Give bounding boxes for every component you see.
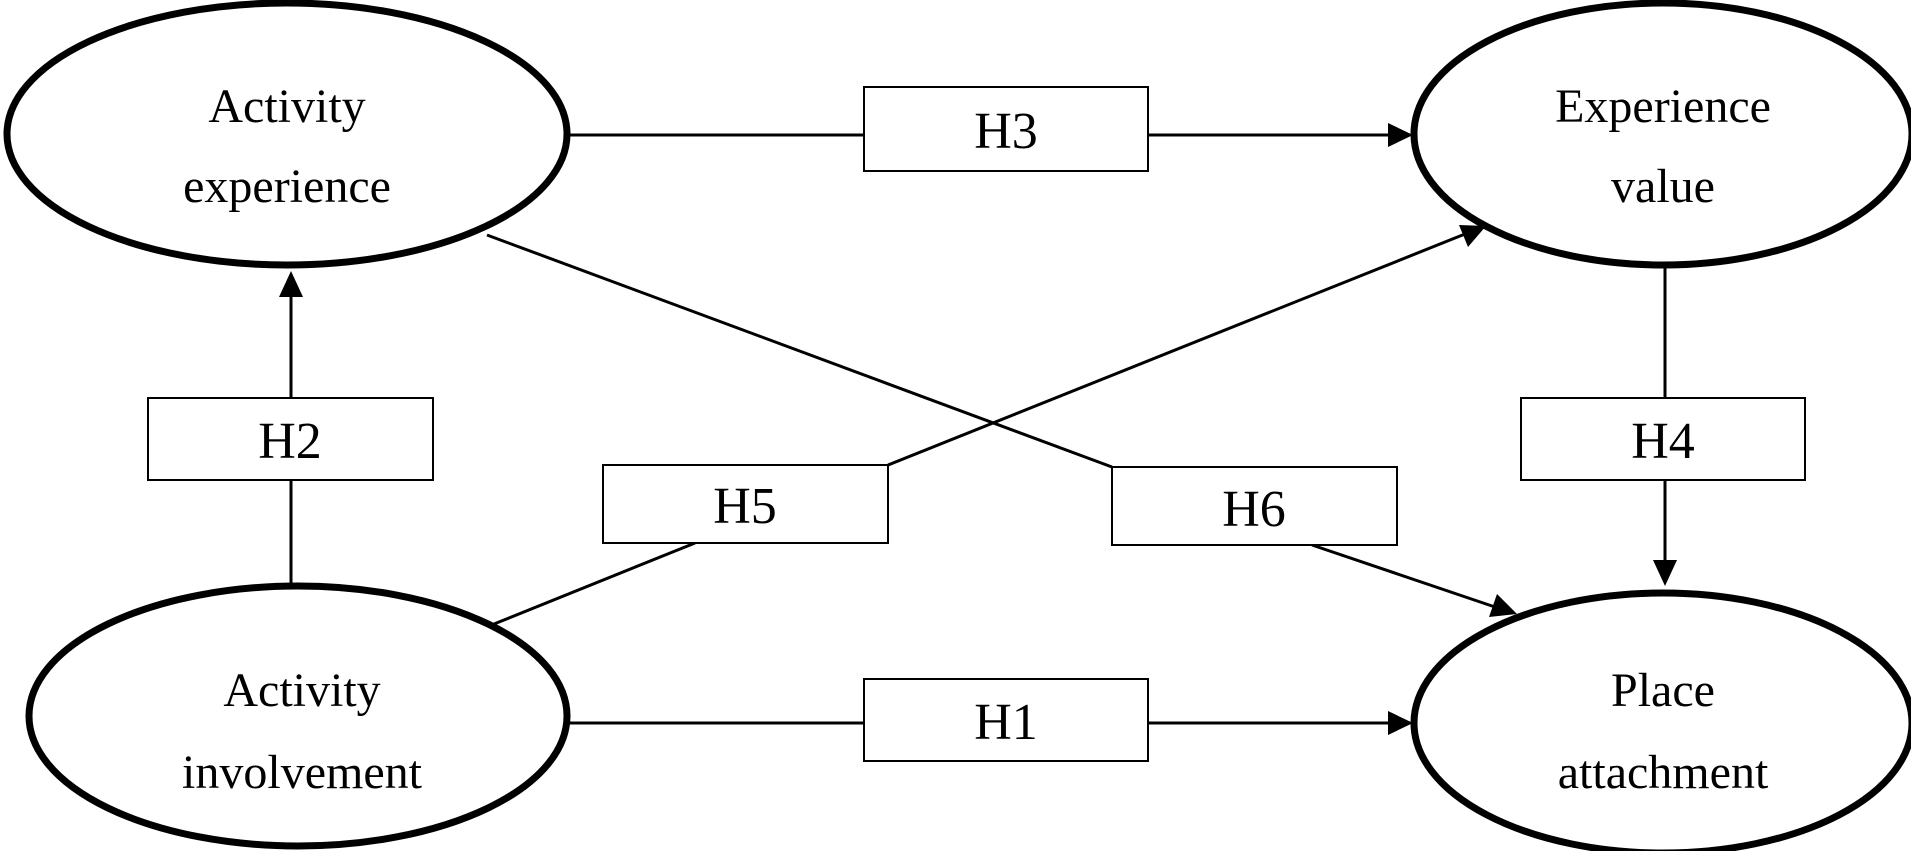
hypothesis-box-h3-rect: [863, 86, 1149, 172]
node-experience-value-line1: Experience: [1555, 80, 1771, 133]
hypothesis-box-h3: H3: [863, 86, 1149, 172]
edge-h1: [568, 711, 1413, 735]
edge-h4-arrowhead: [1653, 560, 1677, 586]
edge-h2-arrowhead: [279, 271, 303, 297]
hypothesis-label-h1: H1: [974, 694, 1038, 751]
node-activity-involvement-line2: involvement: [182, 746, 423, 799]
node-experience-value: Experience value: [1410, 0, 1911, 269]
edge-h3-arrowhead: [1388, 123, 1413, 147]
edge-h5-line-b: [887, 232, 1466, 467]
node-experience-value-ellipse: [1410, 0, 1911, 269]
hypothesis-box-h2: H2: [147, 397, 434, 481]
hypothesis-box-h2-rect: [147, 397, 434, 481]
hypothesis-box-h4: H4: [1520, 397, 1806, 481]
hypothesis-label-h5: H5: [713, 478, 777, 535]
hypothesis-box-h5: H5: [602, 464, 889, 544]
edge-h6-line-a: [486, 233, 1113, 469]
node-place-attachment: Place attachment: [1410, 589, 1911, 851]
edge-h5: [493, 225, 1486, 626]
hypothesis-label-h6: H6: [1222, 481, 1286, 538]
node-activity-experience-line2: experience: [183, 160, 391, 213]
node-activity-experience-ellipse: [3, 0, 571, 269]
hypothesis-box-h6-rect: [1111, 466, 1398, 546]
hypothesis-label-h4: H4: [1631, 413, 1695, 470]
edge-h4: [1653, 268, 1677, 586]
edge-h6: [486, 233, 1517, 617]
edge-h1-arrowhead: [1388, 711, 1413, 735]
edge-h6-arrowhead: [1489, 594, 1517, 617]
edge-h5-arrowhead: [1459, 225, 1486, 247]
hypothesis-box-h1: H1: [863, 678, 1149, 762]
hypothesis-label-h2: H2: [258, 413, 322, 470]
node-place-attachment-line1: Place: [1611, 664, 1715, 717]
node-experience-value-line2: value: [1611, 160, 1715, 213]
hypothesis-label-h3: H3: [974, 103, 1038, 160]
node-place-attachment-ellipse: [1410, 589, 1911, 851]
node-place-attachment-line2: attachment: [1558, 746, 1769, 799]
edge-h5-line-a: [493, 541, 696, 626]
node-activity-experience: Activity experience: [3, 0, 571, 269]
node-activity-involvement-line1: Activity: [223, 664, 380, 717]
edge-h2: [279, 271, 303, 587]
hypothesis-box-h6: H6: [1111, 466, 1398, 546]
edge-h6-line-b: [1311, 543, 1496, 609]
node-activity-involvement: Activity involvement: [25, 582, 571, 850]
hypothesis-box-h5-rect: [602, 464, 889, 544]
node-activity-involvement-ellipse: [25, 582, 571, 850]
hypothesis-box-h1-rect: [863, 678, 1149, 762]
node-activity-experience-line1: Activity: [208, 80, 365, 133]
edge-h3: [568, 123, 1413, 147]
hypothesis-box-h4-rect: [1520, 397, 1806, 481]
